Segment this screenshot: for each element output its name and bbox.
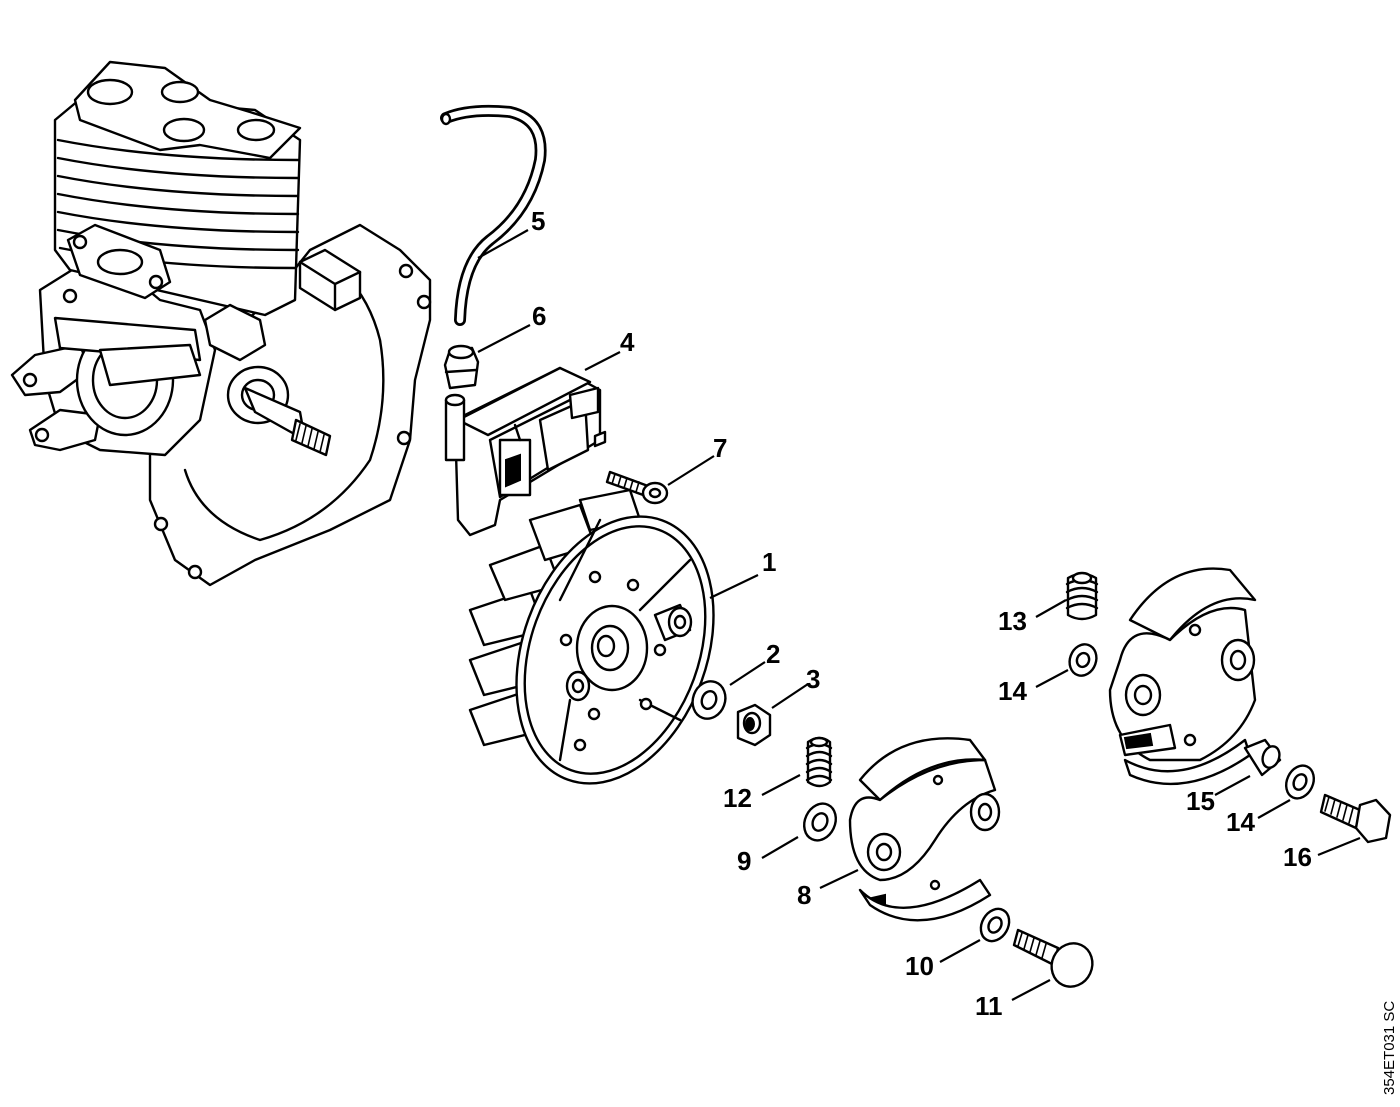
callout-14-lower: 14 xyxy=(1226,807,1255,837)
callout-16: 16 xyxy=(1283,842,1312,872)
part-11-bolt xyxy=(1012,928,1094,988)
part-16-hex-bolt xyxy=(1319,793,1392,844)
callout-8: 8 xyxy=(797,880,811,910)
part-14-washer-lower xyxy=(1285,764,1315,800)
part-4-ignition-module xyxy=(444,366,607,537)
part-1-flywheel xyxy=(468,488,715,785)
part-13-spring xyxy=(1065,571,1099,621)
part-10-washer xyxy=(979,907,1011,943)
part-7-screw xyxy=(605,470,669,505)
callout-10: 10 xyxy=(905,951,934,981)
callout-11: 11 xyxy=(975,991,1003,1021)
part-8-clutch-shoe xyxy=(848,737,1001,922)
clutch-assembly xyxy=(1108,567,1257,786)
callout-4: 4 xyxy=(620,327,635,357)
part-2-washer xyxy=(691,680,727,720)
part-3-nut xyxy=(736,703,772,747)
callout-3: 3 xyxy=(806,664,820,694)
callout-9: 9 xyxy=(737,846,751,876)
part-5-hose xyxy=(440,104,547,326)
part-6-grommet xyxy=(443,344,480,390)
callout-14-upper: 14 xyxy=(998,676,1027,706)
engine-assembly xyxy=(10,60,432,587)
part-9-washer xyxy=(803,802,837,842)
callout-12: 12 xyxy=(723,783,752,813)
callout-1: 1 xyxy=(762,547,776,577)
part-12-spring xyxy=(805,736,833,788)
callout-2: 2 xyxy=(766,639,780,669)
callout-labels: 1 2 3 4 5 6 7 8 9 10 11 12 13 14 14 15 1… xyxy=(531,206,1312,1021)
callout-15: 15 xyxy=(1186,786,1215,816)
part-14-washer-upper xyxy=(1068,643,1098,677)
leader-lines xyxy=(477,229,1361,1001)
drawing-code: 354ET031 SC xyxy=(1381,1001,1398,1095)
callout-6: 6 xyxy=(532,301,546,331)
callout-7: 7 xyxy=(713,433,727,463)
part-15-sleeve xyxy=(1243,738,1282,777)
callout-5: 5 xyxy=(531,206,545,236)
callout-13: 13 xyxy=(998,606,1027,636)
